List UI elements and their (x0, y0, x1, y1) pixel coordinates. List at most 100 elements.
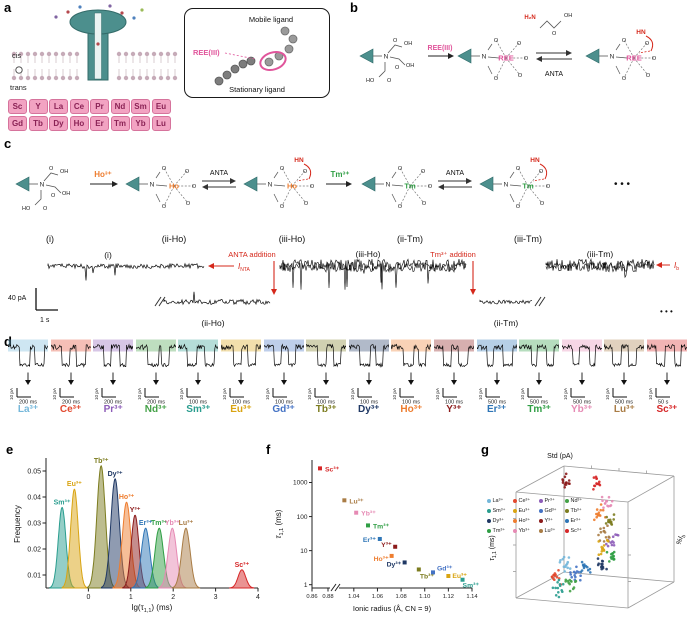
panel-letter-d: d (4, 334, 12, 349)
ion-dot (54, 15, 58, 19)
y-tick-label: 0.05 (27, 469, 41, 476)
lipid-head (137, 51, 143, 57)
highlight-band (135, 339, 176, 352)
cluster-dot (600, 559, 604, 563)
atom-label: HN (294, 157, 304, 164)
path (509, 193, 515, 203)
ion-dot (132, 16, 136, 20)
scatter-point (377, 536, 382, 541)
coordination-bond (409, 185, 425, 204)
trace-seg-label-iiho: (ii-Ho) (201, 318, 224, 328)
lipid-head (60, 75, 66, 81)
path (155, 193, 161, 203)
atom-label: O (280, 204, 285, 210)
legend-label-Ho: Ho³⁺ (518, 518, 531, 524)
box-edge (515, 571, 565, 599)
trace-path (391, 343, 432, 368)
arrowhead (230, 178, 236, 184)
lipid-head (39, 51, 45, 57)
cluster-dot (579, 578, 582, 582)
time-scale-label: 100 ms (402, 400, 420, 405)
atom-label: O (393, 38, 398, 44)
legend-label-Pr: Pr³⁺ (544, 498, 555, 504)
panel-letter-e: e (6, 442, 14, 457)
atom-label: O (162, 166, 167, 172)
cluster-dot (561, 582, 565, 586)
y-tick-label: 10 (300, 548, 308, 555)
cluster-dot (604, 522, 608, 525)
time-scale-label: 200 ms (147, 400, 165, 405)
mini-trace (561, 339, 602, 367)
cluster-dot (551, 586, 555, 590)
element-cell-Er: Er (90, 115, 109, 131)
x-tick-label: 1 (129, 594, 133, 601)
cluster-dot (595, 515, 598, 519)
atom-label: O (304, 201, 309, 207)
path (487, 65, 493, 75)
trace-path (8, 344, 48, 367)
atom-label: O (186, 201, 191, 207)
legend-item-Tb: Tb³⁺ (565, 506, 589, 516)
arrowhead (536, 380, 543, 385)
anchor-wedge (359, 48, 374, 64)
trace-seg-label-iiitm: (iii-Tm) (587, 249, 614, 259)
cluster-dot (601, 546, 605, 550)
trace-path (263, 343, 304, 368)
coordination-bond (517, 185, 529, 207)
atom-label: HO (366, 78, 375, 84)
cluster-dot (567, 479, 571, 482)
cluster-dot (572, 570, 576, 574)
atom-label: O (398, 204, 403, 210)
cluster-dot (609, 541, 613, 544)
f-ylabel-sub: 1,1 (279, 528, 285, 536)
bond-line (296, 178, 309, 182)
c-struct-label-iiitm: (iii-Tm) (514, 234, 542, 244)
f-ylabel-units: (ms) (274, 509, 283, 528)
peak-curve (171, 527, 201, 589)
path (34, 190, 42, 206)
cluster-dot (616, 534, 620, 537)
cluster-dot (556, 581, 559, 584)
atom-label: N (384, 54, 389, 61)
lipid-head (11, 51, 17, 57)
zoom-arrow-icon (578, 372, 585, 385)
lipid-head (151, 75, 157, 81)
electrode-icon (15, 66, 23, 74)
ion-dot (108, 4, 112, 8)
c-struct-label-iiiho: (iii-Ho) (279, 234, 306, 244)
atom-label: O (622, 76, 627, 82)
trace-path (135, 343, 176, 368)
coordination-bond (633, 57, 649, 76)
ion-label-Tb: Tb³⁺ (315, 404, 337, 415)
ree-pointer-line (224, 52, 256, 60)
trace-path (163, 291, 271, 306)
element-cell-Yb: Yb (131, 115, 150, 131)
arrowhead (280, 380, 287, 385)
peak-curve (229, 569, 255, 589)
x-tick-label: 0.86 (306, 594, 317, 600)
cluster-dot (612, 513, 616, 516)
atom-label: O (49, 166, 54, 172)
trace-path (646, 343, 687, 368)
trace-path (178, 343, 219, 368)
path (389, 56, 406, 66)
cluster-dot (579, 574, 582, 577)
bond-line (391, 184, 404, 187)
highlight-band (50, 339, 91, 352)
metal-label: REE (498, 54, 513, 63)
lipid-head (172, 51, 178, 57)
bond-line (509, 184, 522, 187)
time-scale-label: 500 ms (573, 400, 591, 405)
